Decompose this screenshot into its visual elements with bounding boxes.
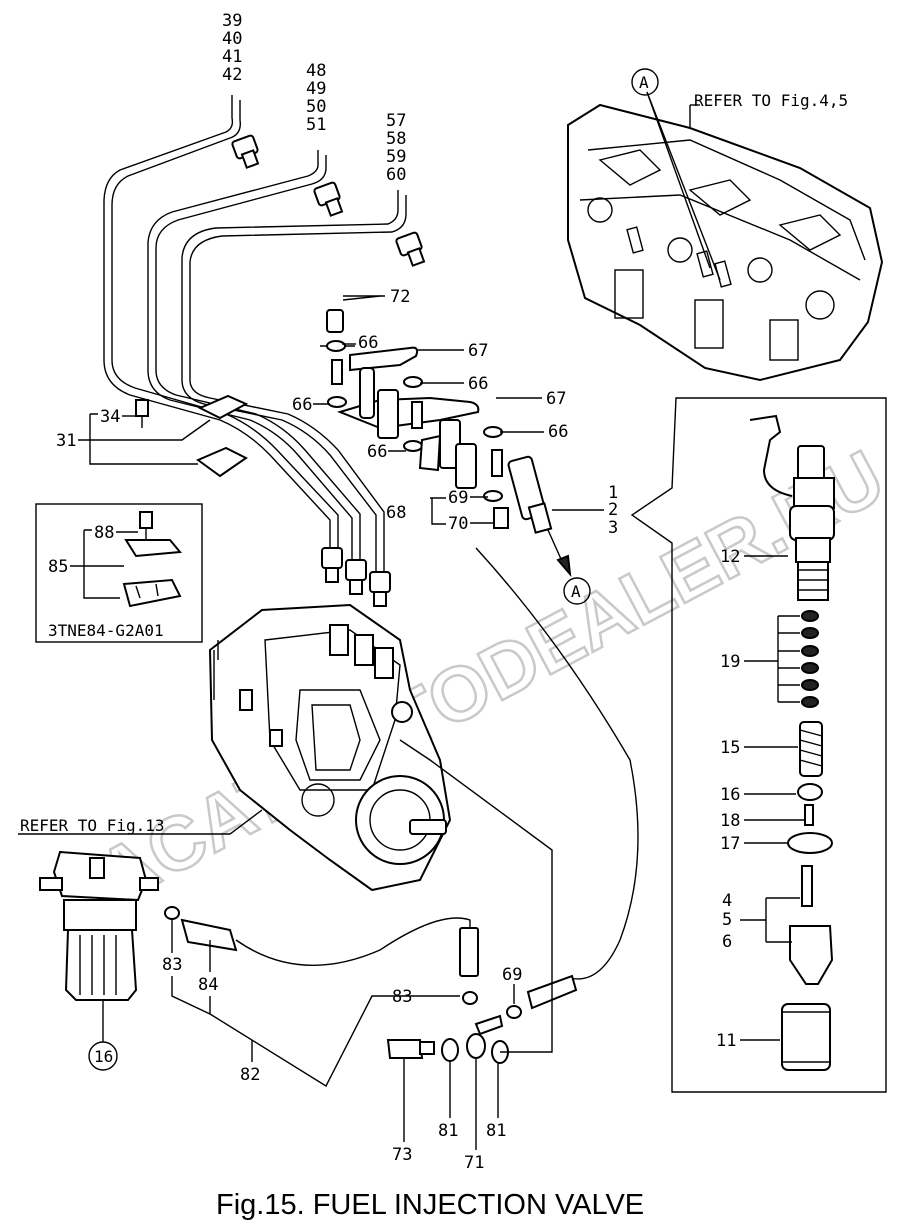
label-17: 17 [720,834,740,854]
circled-16-label: 16 [94,1047,113,1066]
label-69b: 69 [502,965,522,985]
label-48: 48 [306,61,326,81]
label-1: 1 [608,483,618,503]
figure-caption: Fig.15. FUEL INJECTION VALVE [216,1189,644,1221]
label-18: 18 [720,811,740,831]
label-66a: 66 [358,333,378,353]
label-41: 41 [222,47,242,67]
label-4: 4 [722,891,732,911]
pipe-clamp [135,394,249,478]
label-68: 68 [386,503,406,523]
label-66d: 66 [548,422,568,442]
label-3: 3 [608,518,618,538]
label-19: 19 [720,652,740,672]
label-50: 50 [306,97,326,117]
label-49: 49 [306,79,326,99]
label-2: 2 [608,500,618,520]
fuel-hose-group [164,547,639,1064]
label-70: 70 [448,514,468,534]
cylinder-head [567,91,884,382]
label-6: 6 [722,932,732,952]
label-31: 31 [56,431,76,451]
label-39: 39 [222,11,242,31]
label-66c: 66 [292,395,312,415]
callout-a-top [631,68,659,96]
label-73: 73 [392,1145,412,1165]
label-81a: 81 [438,1121,458,1141]
label-15: 15 [720,738,740,758]
label-58: 58 [386,129,406,149]
refer-fig-13: REFER TO Fig.13 [20,816,165,835]
label-88: 88 [94,523,114,543]
label-66e: 66 [367,442,387,462]
fuel-filter [39,850,159,1001]
label-60: 60 [386,165,406,185]
injector-detail-panel [630,397,887,1093]
label-71: 71 [464,1153,484,1173]
label-42: 42 [222,65,242,85]
label-83a: 83 [162,955,182,975]
clamp-inset-box [35,503,203,643]
label-82: 82 [240,1065,260,1085]
label-84a: 84 [198,975,218,995]
injection-pump [208,603,452,892]
label-51: 51 [306,115,326,135]
label-40: 40 [222,29,242,49]
label-81b: 81 [486,1121,506,1141]
callout-a-bottom [563,577,591,605]
label-66b: 66 [468,374,488,394]
label-69a: 69 [448,488,468,508]
refer-fig-4-5: REFER TO Fig.4,5 [694,91,848,110]
label-11: 11 [716,1031,736,1051]
label-72: 72 [390,287,410,307]
leak-off-assembly [320,295,553,534]
label-57: 57 [386,111,406,131]
callout-a-bottom-label: A [571,582,581,601]
label-59: 59 [386,147,406,167]
label-34: 34 [100,407,120,427]
label-12: 12 [720,547,740,567]
fuel-pipe-group [103,95,426,607]
label-85: 85 [48,557,68,577]
label-83b: 83 [392,987,412,1007]
label-67b: 67 [546,389,566,409]
label-16: 16 [720,785,740,805]
label-67a: 67 [468,341,488,361]
inset-code: 3TNE84-G2A01 [48,621,164,640]
watermark-text: ACAT.AUTODEALER.RU [84,434,897,920]
callout-a-top-label: A [639,73,649,92]
label-5: 5 [722,910,732,930]
